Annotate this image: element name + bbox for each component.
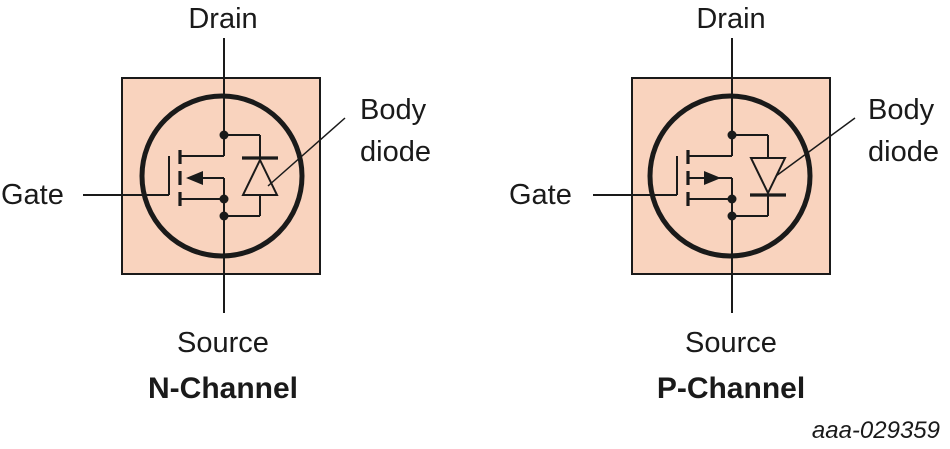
p-gate-label: Gate (509, 179, 572, 211)
n-body-diode-label: diode (360, 136, 431, 168)
p-channel-mosfet: Drain Source Gate Body diode P-Channel (509, 3, 939, 405)
p-junction-dot (727, 130, 737, 140)
n-channel-arrow (186, 171, 203, 185)
n-gate-label: Gate (1, 179, 64, 211)
n-body-diode-label: Body (360, 94, 427, 126)
n-junction-dot (219, 130, 229, 140)
p-drain-label: Drain (696, 3, 765, 35)
n-junction-dot (219, 194, 229, 204)
p-body-diode-label: diode (868, 136, 939, 168)
p-junction-dot (727, 211, 737, 221)
p-source-label: Source (685, 327, 777, 359)
n-body-diode-leader (267, 117, 346, 187)
n-channel-mosfet: Drain Source Gate Body diode N-Channel (1, 3, 431, 405)
p-body-circle (647, 93, 813, 259)
n-drain-label: Drain (188, 3, 257, 35)
p-body-diode-leader (775, 117, 856, 177)
n-diode-triangle (241, 157, 279, 196)
p-channel-title: P-Channel (657, 372, 805, 405)
p-junction-dot (727, 194, 737, 204)
n-source-label: Source (177, 327, 269, 359)
p-body-diode-label: Body (868, 94, 935, 126)
n-channel-title: N-Channel (148, 372, 298, 405)
p-channel-arrow (704, 171, 721, 185)
n-body-circle (139, 93, 305, 259)
n-channel-package (121, 77, 321, 275)
reference-code: aaa-029359 (812, 417, 940, 444)
n-junction-dot (219, 211, 229, 221)
